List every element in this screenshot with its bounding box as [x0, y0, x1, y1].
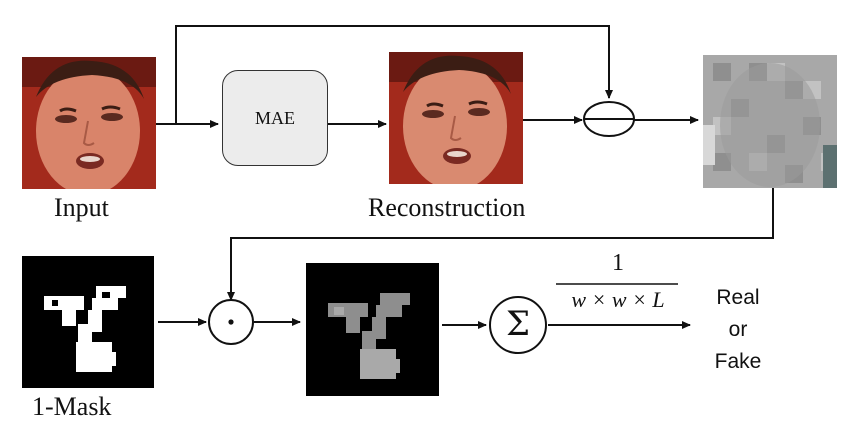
multiply-operator-icon [208, 299, 254, 345]
sum-symbol-icon: Σ [505, 304, 531, 344]
mae-label: MAE [255, 107, 295, 128]
skip-connection-line [175, 25, 613, 124]
input-face-image [22, 57, 156, 189]
formula-denominator: w × w × L [571, 287, 665, 312]
reconstruction-face-image [389, 52, 523, 184]
formula-numerator: 1 [612, 250, 624, 276]
output-real-label: Real [716, 286, 760, 309]
mask-label: 1-Mask [32, 392, 112, 421]
residual-to-multiply-line [227, 188, 774, 301]
output-or-label: or [728, 318, 748, 341]
residual-image [703, 55, 837, 188]
masked-residual-image [306, 263, 439, 396]
output-fake-label: Fake [714, 350, 762, 373]
subtract-operator-icon [583, 101, 635, 137]
mask-image [22, 256, 154, 388]
sum-operator-circle [489, 296, 547, 354]
input-label: Input [54, 193, 109, 222]
reconstruction-label: Reconstruction [368, 193, 526, 222]
mae-module-box: MAE [222, 70, 328, 166]
